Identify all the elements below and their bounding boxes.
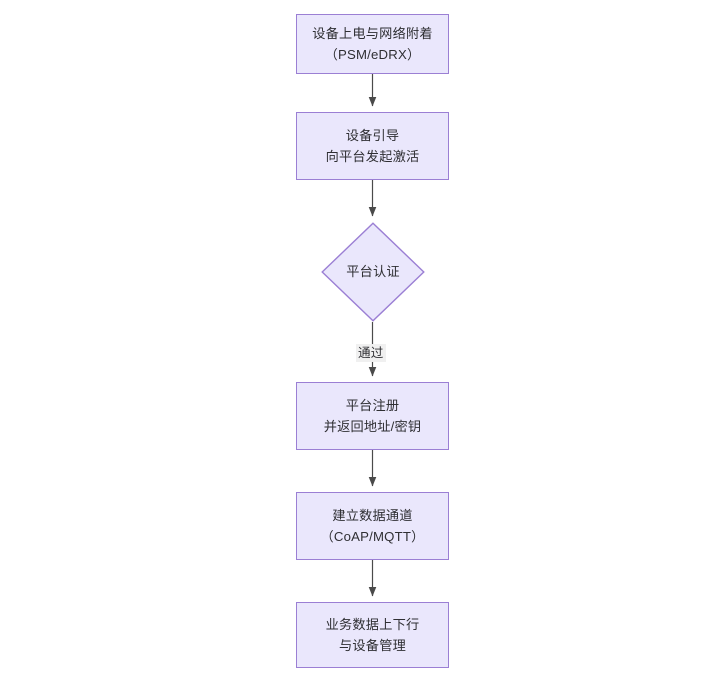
node-label: 设备引导 向平台发起激活 — [325, 127, 420, 164]
node-device-bootstrap[interactable]: 设备引导 向平台发起激活 — [296, 112, 449, 180]
node-device-power-on[interactable]: 设备上电与网络附着 （PSM/eDRX） — [296, 14, 449, 74]
node-label: 建立数据通道 （CoAP/MQTT） — [320, 507, 425, 544]
node-label: 设备上电与网络附着 （PSM/eDRX） — [312, 25, 433, 62]
diamond-shape — [321, 222, 425, 322]
node-platform-registration[interactable]: 平台注册 并返回地址/密钥 — [296, 382, 449, 450]
node-label: 平台注册 并返回地址/密钥 — [323, 397, 422, 434]
node-platform-authentication[interactable]: 平台认证 — [321, 222, 425, 322]
node-business-data-and-device-management[interactable]: 业务数据上下行 与设备管理 — [296, 602, 449, 668]
node-label: 业务数据上下行 与设备管理 — [325, 616, 420, 653]
node-label: 平台认证 — [346, 264, 400, 280]
node-establish-data-channel[interactable]: 建立数据通道 （CoAP/MQTT） — [296, 492, 449, 560]
edge-label-pass: 通过 — [356, 344, 386, 363]
